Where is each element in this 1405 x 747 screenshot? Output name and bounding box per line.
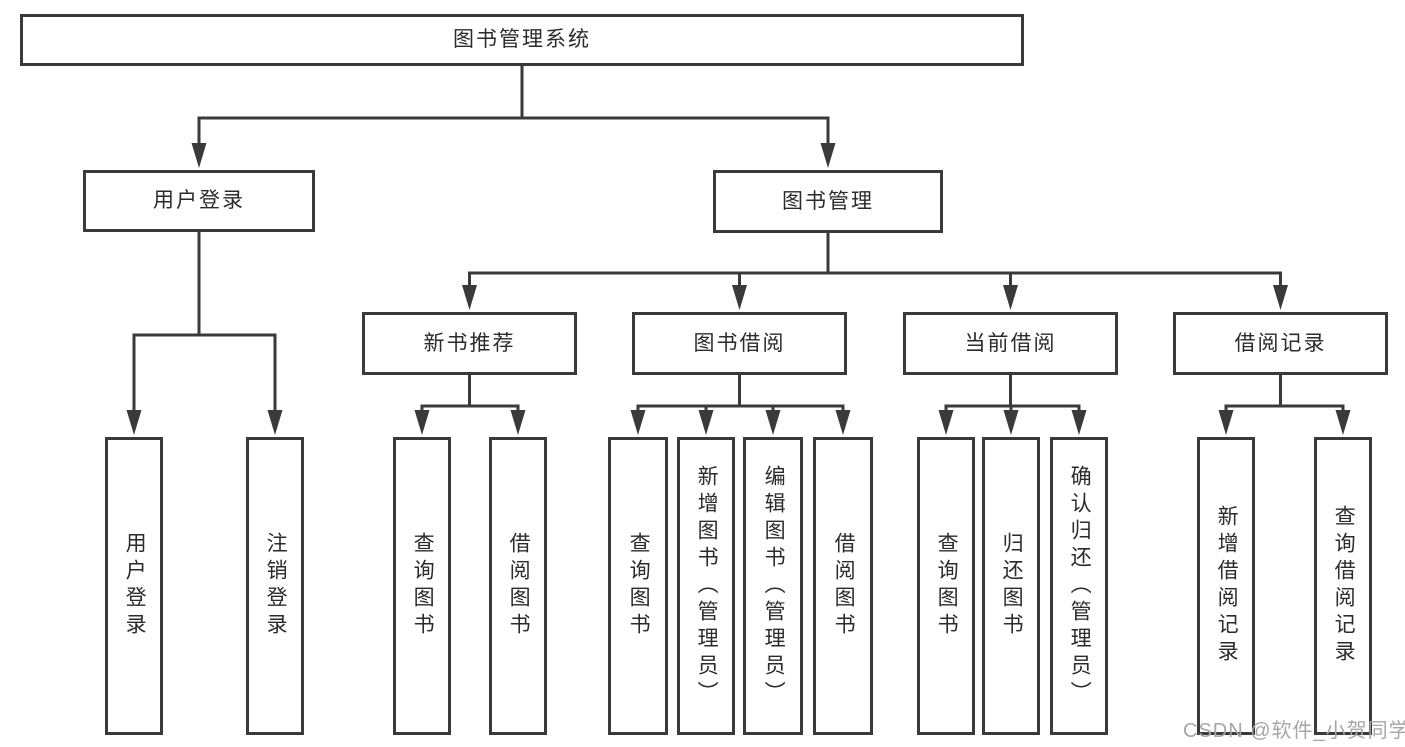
node-root: 图书管理系统 — [20, 14, 1024, 66]
arrow-icon — [1218, 410, 1234, 435]
arrow-icon — [191, 143, 207, 168]
node-current-borrow: 当前借阅 — [903, 312, 1118, 375]
leaf-add-books-admin: 新增图书（管理员） — [677, 437, 735, 735]
arrow-icon — [835, 410, 851, 435]
watermark: CSDN @软件_小贺同学 — [1183, 720, 1405, 742]
arrow-icon — [938, 410, 954, 435]
edge-records-branch — [1224, 373, 1345, 414]
arrow-icon — [1003, 285, 1018, 310]
arrow-icon — [1273, 285, 1288, 310]
leaf-return-books: 归还图书 — [982, 437, 1040, 735]
edge-book-mgmt-branch — [468, 231, 1282, 290]
arrow-icon — [698, 410, 714, 435]
leaf-query-borrow-record: 查询借阅记录 — [1314, 437, 1372, 735]
arrowheads — [126, 143, 1351, 435]
arrow-icon — [1335, 410, 1351, 435]
arrow-icon — [630, 410, 646, 435]
edge-current-branch — [944, 373, 1081, 414]
leaf-query-books-recommend: 查询图书 — [393, 437, 451, 735]
arrow-icon — [414, 410, 430, 435]
node-book-borrow: 图书借阅 — [632, 312, 847, 375]
node-user-login: 用户登录 — [83, 170, 315, 232]
arrow-icon — [1003, 410, 1019, 435]
arrow-icon — [126, 410, 142, 435]
leaf-confirm-return-admin: 确认归还（管理员） — [1050, 437, 1108, 735]
arrow-icon — [267, 410, 283, 435]
edge-user-login-branch — [132, 230, 277, 414]
leaf-logout: 注销登录 — [246, 437, 304, 735]
arrow-icon — [732, 285, 747, 310]
arrow-icon — [765, 410, 781, 435]
node-borrow-records: 借阅记录 — [1173, 312, 1388, 375]
node-book-management: 图书管理 — [713, 170, 943, 233]
arrow-icon — [820, 143, 836, 168]
edge-recommend-branch — [420, 373, 520, 414]
edge-root-branch — [197, 64, 830, 147]
leaf-user-login: 用户登录 — [105, 437, 163, 735]
leaf-edit-books-admin: 编辑图书（管理员） — [743, 437, 803, 735]
leaf-query-books-borrow: 查询图书 — [608, 437, 668, 735]
arrow-icon — [1071, 410, 1087, 435]
leaf-borrow-books: 借阅图书 — [813, 437, 873, 735]
node-new-book-recommend: 新书推荐 — [362, 312, 577, 375]
arrow-icon — [462, 285, 477, 310]
edge-borrow-branch — [636, 373, 845, 414]
arrow-icon — [510, 410, 526, 435]
leaf-query-books-current: 查询图书 — [917, 437, 975, 735]
leaf-add-borrow-record: 新增借阅记录 — [1197, 437, 1255, 735]
leaf-borrow-books-recommend: 借阅图书 — [489, 437, 547, 735]
